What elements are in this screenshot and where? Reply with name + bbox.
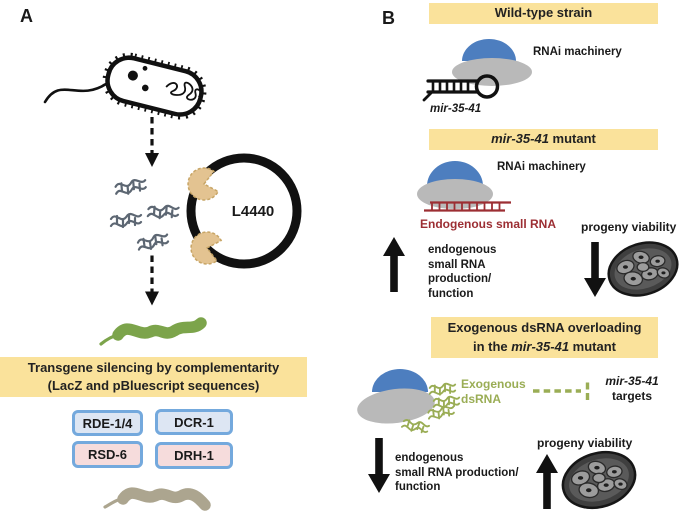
plasmid-icon	[186, 153, 302, 269]
worm-green-icon	[99, 317, 207, 346]
machinery-base	[452, 58, 532, 86]
down-arrow-text: endogenous small RNA production/ functio…	[395, 452, 519, 494]
endogenous-small-rna-icon	[424, 201, 511, 212]
exogenous-dsrna-label: Exogenous dsRNA	[461, 377, 526, 407]
overload-line2-pre: in the	[472, 338, 512, 354]
embryo-icon	[554, 441, 644, 515]
rnai-machinery-icon	[452, 39, 532, 86]
bacteria-icon	[43, 52, 207, 120]
gene-box-rde: RDE-1/4	[72, 410, 143, 436]
rnai-machinery-overload-icon	[357, 369, 461, 437]
silencing-banner-text: Transgene silencing by complementarity (…	[28, 359, 279, 394]
machinery-dome	[372, 369, 428, 392]
up-arrow-icon	[383, 237, 405, 292]
overload-header-line2: in the mir-35-41 mutant	[448, 338, 642, 357]
progeny-viability-label-1: progeny viability	[581, 220, 677, 234]
mirna-label: mir-35-41	[430, 103, 482, 115]
gene-box-rsd: RSD-6	[72, 441, 143, 468]
plasmid-label: L4440	[231, 203, 275, 220]
gene-box-dcr: DCR-1	[155, 409, 233, 435]
machinery-dome	[462, 39, 516, 61]
machinery-base	[357, 388, 435, 424]
machinery-label-2: RNAi machinery	[497, 161, 586, 173]
dashed-arrow-icon	[143, 253, 161, 308]
worm-gray-icon	[103, 487, 211, 511]
enzyme-top-icon	[187, 167, 220, 201]
enzyme-bottom-icon	[190, 231, 223, 265]
mutant-header-italic: mir-35-41	[491, 131, 549, 147]
up-arrow-text: endogenous small RNA production/ functio…	[428, 244, 497, 301]
mirna-targets-italic: mir-35-41	[605, 374, 659, 388]
machinery-dome	[427, 161, 483, 186]
inhibition-dashed-line-icon	[533, 382, 590, 401]
mutant-header: mir-35-41 mutant	[429, 129, 658, 150]
dashed-arrow-icon	[143, 115, 161, 169]
gene-box-drh: DRH-1	[155, 442, 233, 469]
endogenous-small-rna-label: Endogenous small RNA	[420, 217, 557, 231]
flagellum	[43, 82, 108, 104]
up-arrow-icon	[536, 454, 558, 509]
overload-header-text: Exogenous dsRNA overloading in the mir-3…	[448, 319, 642, 357]
overload-line2-post: mutant	[569, 338, 617, 354]
bacterium-body	[102, 52, 207, 120]
mirna-targets-rest: targets	[611, 389, 652, 404]
silencing-line1: Transgene silencing by complementarity	[27, 360, 280, 376]
overload-header: Exogenous dsRNA overloading in the mir-3…	[431, 317, 658, 358]
embryo-icon	[600, 232, 682, 306]
silencing-line2: (LacZ and pBluescript sequences)	[47, 378, 260, 393]
mutant-header-rest: mutant	[548, 131, 596, 147]
down-arrow-icon	[584, 242, 606, 297]
progeny-viability-label-2: progeny viability	[537, 436, 633, 450]
panel-b-label: B	[382, 8, 395, 28]
wildtype-header: Wild-type strain	[429, 3, 658, 24]
mutant-header-text: mir-35-41 mutant	[491, 130, 596, 149]
machinery-label-1: RNAi machinery	[533, 46, 622, 58]
down-arrow-icon	[368, 438, 390, 493]
overload-header-line1: Exogenous dsRNA overloading	[447, 319, 642, 335]
mirna-targets-label: mir-35-41 targets	[594, 374, 670, 405]
panel-a-label: A	[20, 6, 33, 26]
nucleoid-scribble	[165, 81, 202, 101]
silencing-banner: Transgene silencing by complementarity (…	[0, 357, 307, 397]
mirna-hairpin-icon	[422, 74, 500, 102]
overload-line2-italic: mir-35-41	[511, 338, 570, 354]
